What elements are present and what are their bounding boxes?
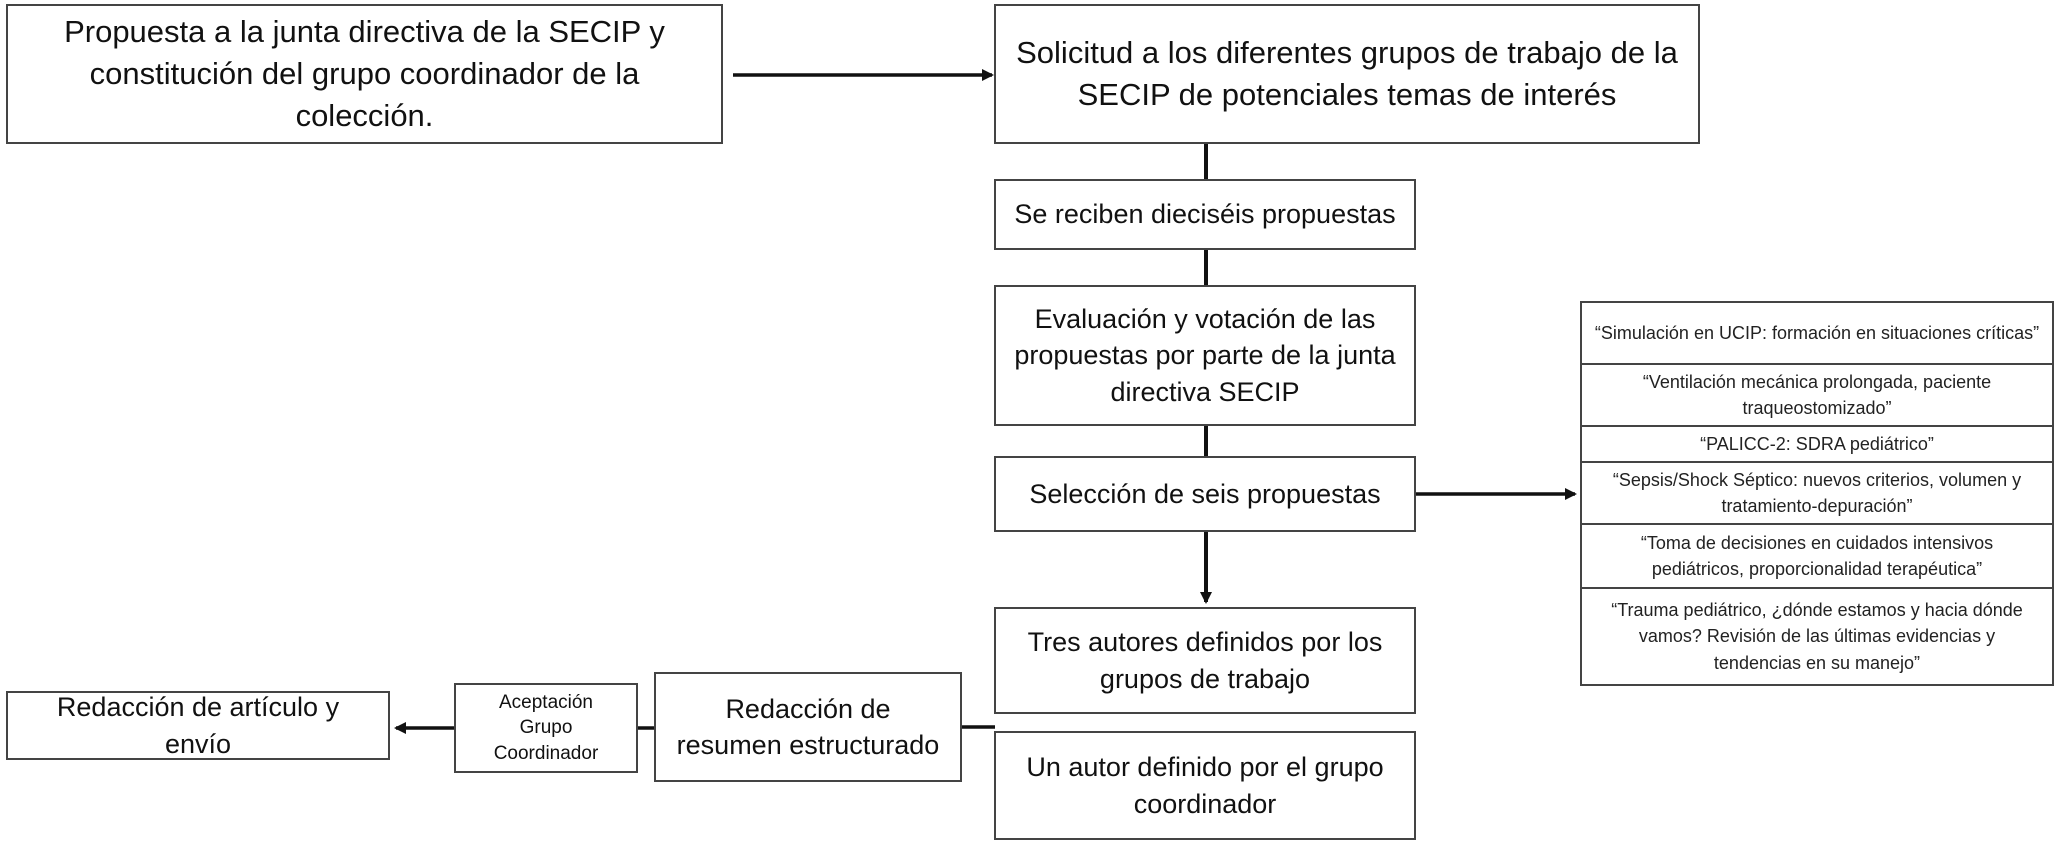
seleccion-box: Selección de seis propuestas — [994, 456, 1416, 532]
redaccion-resumen-text: Redacción de resumen estructurado — [676, 693, 940, 760]
tema-item: “Sepsis/Shock Séptico: nuevos criterios,… — [1582, 463, 2052, 525]
reciben-text: Se reciben dieciséis propuestas — [1014, 199, 1396, 230]
redaccion-articulo-text: Redacción de artículo y envío — [56, 692, 340, 759]
redaccion-resumen-box: Redacción de resumen estructurado — [654, 672, 962, 782]
tema-text: “PALICC-2: SDRA pediátrico” — [1700, 433, 1934, 454]
aceptacion-box: Aceptación Grupo Coordinador — [454, 683, 638, 773]
un-autor-text: Un autor definido por el grupo coordinad… — [1026, 752, 1384, 819]
tres-autores-box: Tres autores definidos por los grupos de… — [994, 607, 1416, 714]
solicitud-box: Solicitud a los diferentes grupos de tra… — [994, 4, 1700, 144]
propuesta-text: Propuesta a la junta directiva de la SEC… — [64, 14, 665, 133]
solicitud-text: Solicitud a los diferentes grupos de tra… — [1016, 35, 1678, 112]
propuesta-box: Propuesta a la junta directiva de la SEC… — [6, 4, 723, 144]
tema-text: “Sepsis/Shock Séptico: nuevos criterios,… — [1612, 469, 2022, 516]
tema-text: “Trauma pediátrico, ¿dónde estamos y hac… — [1611, 600, 2023, 673]
evaluacion-text: Evaluación y votación de las propuestas … — [1014, 303, 1396, 407]
tema-item: “Ventilación mecánica prolongada, pacien… — [1582, 365, 2052, 427]
un-autor-box: Un autor definido por el grupo coordinad… — [994, 731, 1416, 840]
tema-text: “Ventilación mecánica prolongada, pacien… — [1642, 371, 1992, 418]
tema-text: “Toma de decisiones en cuidados intensiv… — [1640, 532, 1994, 579]
aceptacion-text: Aceptación Grupo Coordinador — [493, 691, 599, 764]
tema-text: “Simulación en UCIP: formación en situac… — [1594, 322, 2040, 343]
tema-item: “Toma de decisiones en cuidados intensiv… — [1582, 525, 2052, 589]
evaluacion-box: Evaluación y votación de las propuestas … — [994, 285, 1416, 426]
tema-item: “Trauma pediátrico, ¿dónde estamos y hac… — [1582, 589, 2052, 684]
temas-list: “Simulación en UCIP: formación en situac… — [1580, 301, 2054, 686]
seleccion-text: Selección de seis propuestas — [1029, 478, 1381, 509]
tres-autores-text: Tres autores definidos por los grupos de… — [1027, 627, 1383, 694]
tema-item: “PALICC-2: SDRA pediátrico” — [1582, 427, 2052, 463]
redaccion-articulo-box: Redacción de artículo y envío — [6, 691, 390, 760]
reciben-box: Se reciben dieciséis propuestas — [994, 179, 1416, 250]
tema-item: “Simulación en UCIP: formación en situac… — [1582, 303, 2052, 365]
